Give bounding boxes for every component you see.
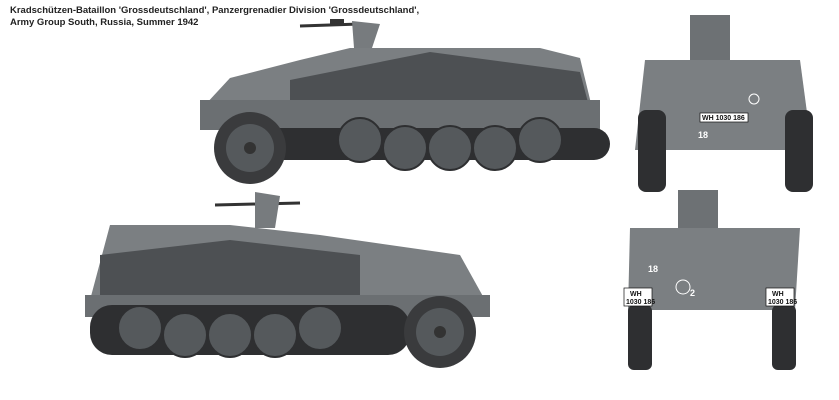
caption-line-2: Army Group South, Russia, Summer 1942 <box>10 17 199 28</box>
front-view: WH 1030 186 18 <box>635 15 813 192</box>
front-plate: WH 1030 186 <box>702 115 745 122</box>
rear-plate-left-number: 1030 186 <box>626 299 655 306</box>
rear-plate-right-number: 1030 186 <box>768 299 797 306</box>
caption: Kradschützen-Bataillon 'Grossdeutschland… <box>10 5 419 29</box>
rear-vehicle-number: 18 <box>648 264 658 274</box>
rear-plate-right-prefix: WH <box>772 291 784 298</box>
tactical-sign-number: 2 <box>690 288 695 298</box>
rear-view: 18 2 WH 1030 186 WH 1030 186 <box>623 190 800 370</box>
caption-line-1: Kradschützen-Bataillon 'Grossdeutschland… <box>10 5 420 16</box>
rear-plate-left-prefix: WH <box>630 291 642 298</box>
front-vehicle-number: 18 <box>698 130 708 140</box>
right-side-view <box>85 192 490 368</box>
left-side-view <box>200 19 610 184</box>
